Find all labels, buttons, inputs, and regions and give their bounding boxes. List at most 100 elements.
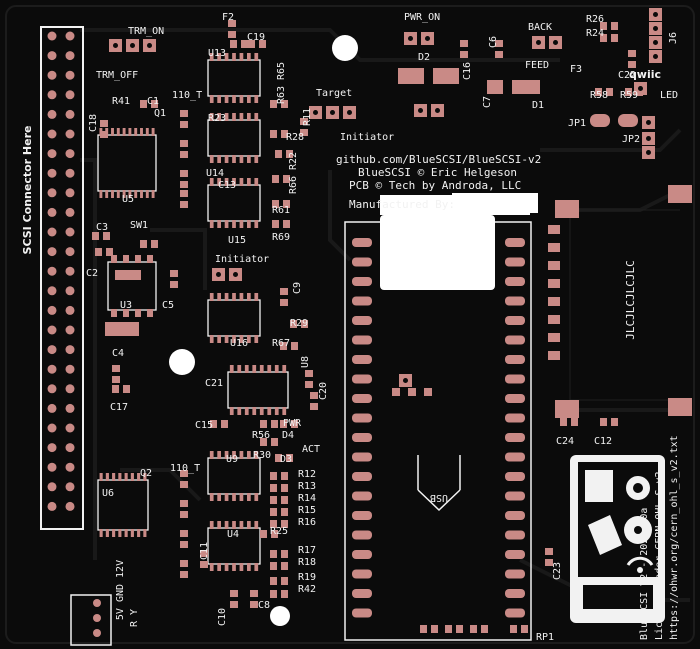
- ic-pin: [232, 563, 236, 571]
- jp1-jumper: [590, 114, 610, 127]
- smd-pad: [260, 438, 267, 446]
- ic-outline: [207, 119, 261, 157]
- smd-pad: [495, 40, 503, 47]
- ic-pin: [209, 451, 214, 459]
- ref-d4: D4: [282, 430, 294, 441]
- trm-on-label: TRM_ON: [128, 26, 164, 37]
- ic-pin: [232, 220, 236, 228]
- smd-pad: [270, 100, 277, 108]
- ref-jp2: JP2: [622, 134, 640, 145]
- smd-pad: [180, 541, 188, 548]
- smd-pad: [271, 530, 278, 538]
- smd-pad: [271, 420, 278, 428]
- smd-pad: [275, 454, 282, 462]
- ic-pin: [143, 529, 147, 537]
- ic-pin: [232, 113, 236, 121]
- scsi-pin: [47, 501, 57, 511]
- scsi-pin: [47, 384, 57, 394]
- ic-pin: [224, 155, 229, 163]
- scsi-pin: [65, 188, 75, 198]
- ref-r41: R41: [112, 96, 130, 107]
- scsi-pin: [47, 188, 57, 198]
- ic-pin: [217, 293, 221, 301]
- ic-pin: [244, 407, 249, 415]
- ref-r19: R19: [298, 572, 316, 583]
- header-drill: [330, 110, 335, 115]
- ref-d3: D3: [280, 454, 292, 465]
- mounting-holes: [169, 35, 358, 626]
- scsi-pin: [65, 423, 75, 433]
- jlc-label: JLCJLCJLCJLC: [624, 260, 637, 339]
- sd-pin: [548, 243, 560, 252]
- smd-pad: [260, 420, 267, 428]
- mcu-pin: [505, 433, 525, 442]
- pwr-on-label: PWR_ON: [404, 12, 440, 23]
- smd-pad: [270, 484, 277, 492]
- ic-pin: [105, 190, 109, 198]
- mcu-pin: [352, 238, 372, 247]
- mcu-pin: [505, 413, 525, 423]
- smd-pad: [180, 190, 188, 197]
- smd-pad: [600, 22, 607, 30]
- ic-pin: [209, 113, 214, 121]
- smd-pad: [180, 121, 188, 128]
- scsi-pin: [65, 364, 75, 374]
- scsi-pin: [47, 109, 57, 119]
- ic-pin: [224, 451, 229, 459]
- smd-pad: [470, 625, 477, 633]
- mcu-pin: [352, 374, 372, 384]
- header-drill: [646, 136, 651, 141]
- initiator-mid-label: Initiator: [215, 254, 269, 265]
- power-pad: [105, 322, 139, 336]
- ref-c23: C23: [552, 562, 563, 580]
- ic-pin: [116, 190, 120, 198]
- smd-pad: [300, 118, 308, 125]
- ic-pin: [137, 529, 141, 537]
- ic-pin: [123, 255, 129, 263]
- scsi-pin: [65, 286, 75, 296]
- ic-pin: [111, 309, 117, 317]
- smd-pad: [180, 530, 188, 537]
- smd-pad: [170, 270, 178, 277]
- ref-c15: C15: [195, 420, 213, 431]
- ref-r61: R61: [272, 205, 290, 216]
- smd-pad: [271, 438, 278, 446]
- ref-c8: C8: [258, 600, 270, 611]
- pwr-label: PWR: [283, 418, 302, 429]
- smd-pad: [180, 511, 188, 518]
- mcu-pin: [505, 530, 525, 540]
- smd-pad: [140, 100, 147, 108]
- scsi-pin: [65, 325, 75, 335]
- ref-r58: R58: [590, 90, 608, 101]
- ic-pin: [124, 473, 128, 481]
- scsi-pin: [65, 305, 75, 315]
- ic-pin: [224, 335, 229, 343]
- ic-pin: [209, 563, 214, 571]
- ic-pin: [239, 178, 244, 186]
- scsi-pin: [47, 266, 57, 276]
- ic-pin: [229, 365, 234, 373]
- smd-pad: [611, 34, 618, 42]
- smd-pad: [283, 175, 290, 183]
- mcu-pin: [352, 452, 372, 462]
- ic-pin: [140, 128, 143, 136]
- smd-pad: [291, 420, 298, 428]
- scsi-pin: [65, 384, 75, 394]
- ic-pin: [217, 155, 221, 163]
- sd-pin: [548, 261, 560, 270]
- ic-pin: [130, 529, 134, 537]
- ic-pin: [254, 335, 259, 343]
- mcu-pin: [352, 550, 372, 559]
- header-drill: [425, 36, 430, 41]
- ic-pin: [282, 407, 287, 415]
- ref-r66: R66: [288, 176, 299, 194]
- smd-pad: [272, 200, 279, 208]
- ic-pin: [239, 293, 244, 301]
- smd-pad: [230, 590, 238, 597]
- sd-pin: [548, 351, 560, 360]
- sd-slot: [555, 185, 692, 418]
- ic-pin: [232, 155, 236, 163]
- header-drill: [553, 40, 558, 45]
- mcu-pin: [505, 569, 525, 579]
- ref-u9: U9: [226, 454, 238, 465]
